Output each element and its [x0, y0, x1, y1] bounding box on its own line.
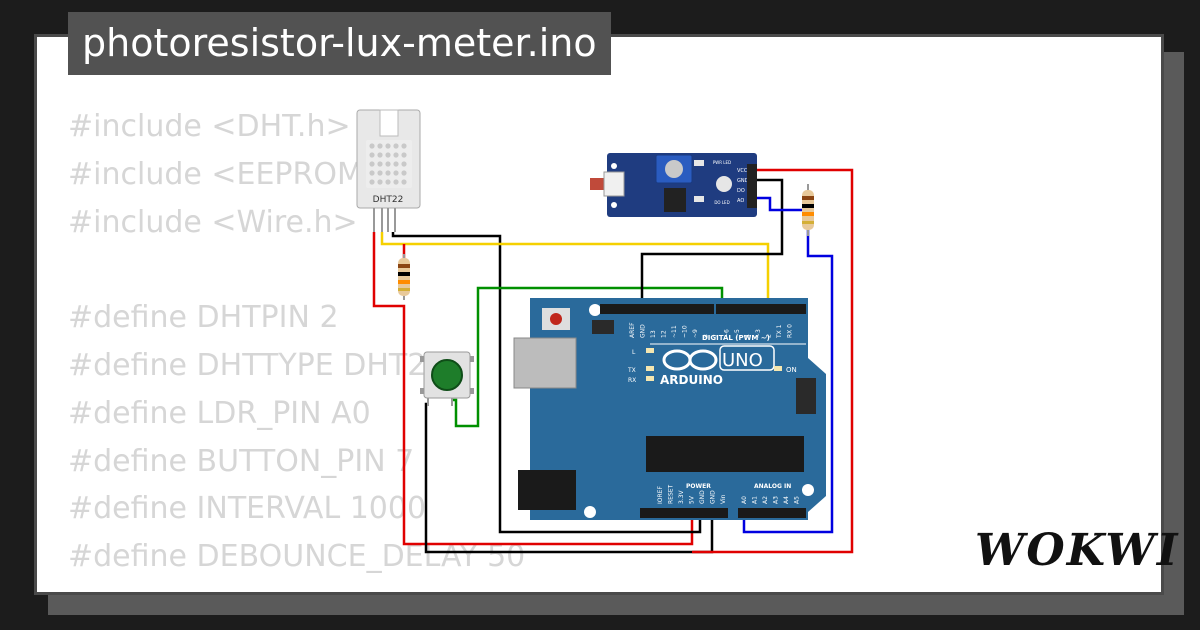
digital-label: DIGITAL (PWM ~): [702, 334, 770, 342]
code-line: #define DHTTYPE DHT22: [68, 347, 446, 383]
ldr-module[interactable]: PWR LED DO LED VCC GND DO AO: [590, 153, 757, 217]
pin-label: RX 0: [787, 324, 794, 338]
arduino-logo: [662, 349, 718, 371]
code-line: #include <DHT.h>: [68, 109, 351, 144]
wire-black-button: [424, 402, 714, 554]
pin-label: ~10: [682, 325, 689, 338]
wire-red-dht-vcc: [372, 232, 694, 546]
wire-black-ldr-gnd: [640, 178, 784, 308]
pin-label: A3: [773, 496, 780, 504]
pin-label: ~9: [692, 329, 699, 338]
pin-label: 13: [650, 330, 657, 338]
project-title: photoresistor-lux-meter.ino: [68, 12, 611, 75]
digital-header-left: [600, 304, 714, 314]
analog-header: [738, 508, 806, 518]
pin-label: GND: [710, 490, 717, 504]
pin-label: 7: [713, 334, 720, 338]
pin-label: 5V: [689, 495, 696, 504]
ldr-pin-ao: AO: [737, 198, 744, 204]
led-l-label: L: [632, 349, 636, 356]
pushbutton-cap[interactable]: [431, 359, 463, 391]
pin-label: RESET: [668, 484, 675, 504]
code-line: #include <Wire.h>: [68, 204, 358, 240]
wire-blue-ldr-ao: [742, 196, 834, 534]
arduino-brand: ARDUINO: [660, 373, 723, 387]
pin-label: GND: [699, 490, 706, 504]
pin-label: A0: [741, 496, 748, 504]
usb-port: [513, 337, 577, 389]
ldr-led-do-label: DO LED: [714, 200, 729, 205]
ldr-pin-do: DO: [737, 188, 745, 194]
pin-label: 12: [661, 330, 668, 338]
arduino-uno-board[interactable]: UNO ARDUINO DIGITAL (PWM ~) POWER ANALOG…: [513, 298, 826, 520]
arduino-model: UNO: [722, 350, 763, 371]
led-tx-label: TX: [627, 367, 636, 374]
ldr-pin-vcc: VCC: [737, 168, 748, 174]
code-line: #define INTERVAL 1000: [68, 491, 427, 527]
analog-label: ANALOG IN: [754, 483, 791, 490]
power-header: [640, 508, 728, 518]
ldr-resistor[interactable]: [802, 184, 814, 236]
ldr-pin-gnd: GND: [737, 178, 749, 184]
power-label: POWER: [686, 483, 711, 490]
wokwi-logo: WOKWI: [975, 525, 1180, 576]
pin-label: Vin: [720, 494, 727, 504]
wires: [372, 168, 854, 554]
atmega-chip: [646, 436, 804, 472]
pin-label: A1: [752, 496, 759, 504]
pin-label: AREF: [629, 322, 636, 338]
power-jack: [518, 470, 576, 510]
pin-label: A5: [794, 496, 801, 504]
pullup-resistor[interactable]: [398, 254, 410, 300]
pin-label: 3.3V: [678, 489, 685, 504]
pin-label: ~6: [724, 329, 731, 338]
wire-black-dht-gnd: [391, 232, 702, 534]
dht22-sensor[interactable]: DHT22: [356, 109, 421, 232]
code-line: #define LDR_PIN A0: [68, 395, 371, 431]
led-rx-label: RX: [628, 377, 636, 384]
wire-red-ldr-vcc: [692, 168, 854, 554]
pin-label: 8: [703, 334, 710, 338]
pin-label: ~3: [755, 329, 762, 338]
code-line: #define BUTTON_PIN 7: [68, 443, 415, 479]
on-label: ON: [786, 366, 797, 374]
pin-label: A4: [783, 496, 790, 504]
ldr-led-pwr-label: PWR LED: [713, 160, 731, 165]
pin-label: TX 1: [776, 324, 783, 339]
code-line: #define DHTPIN 2: [68, 300, 339, 336]
dht22-label: DHT22: [373, 195, 404, 205]
digital-header-right: [716, 304, 806, 314]
pin-label: ~5: [734, 329, 741, 338]
pin-label: 4: [745, 334, 752, 338]
pin-label: ~11: [671, 325, 678, 338]
pushbutton[interactable]: [420, 351, 474, 406]
pin-label: 2: [766, 334, 773, 338]
wire-green-button: [452, 286, 724, 428]
pin-label: GND: [640, 324, 647, 338]
dht22-grille: [366, 140, 412, 188]
pin-label: A2: [762, 496, 769, 504]
wire-yellow-dht-data: [380, 232, 770, 308]
pin-label: IOREF: [657, 486, 664, 504]
